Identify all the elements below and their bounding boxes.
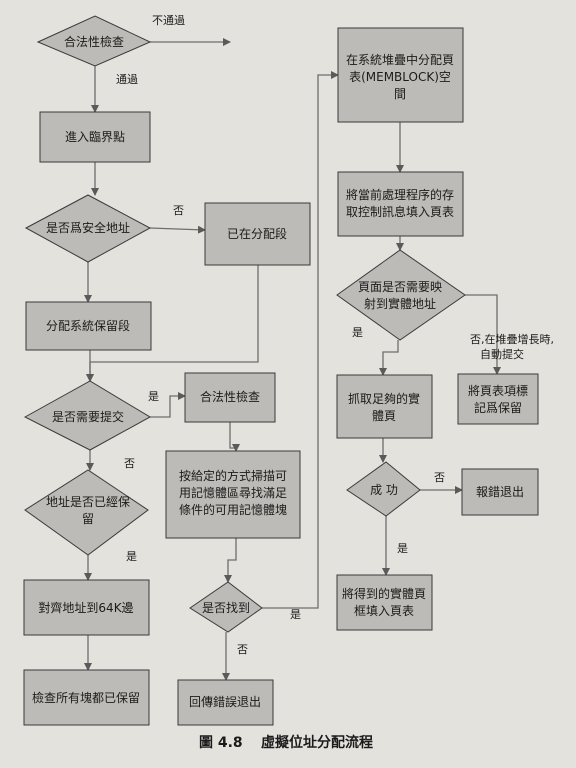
node-address-reserved: 地址是否已經保 留 [24, 469, 149, 556]
label-yes-found: 是 [290, 608, 301, 621]
label-no-map-2: 自動提交 [480, 347, 524, 361]
svg-text:將得到的實體頁: 將得到的實體頁 [342, 586, 426, 601]
label-fail: 不通過 [152, 14, 185, 27]
node-enter-critical: 進入臨界點 [39, 111, 151, 163]
svg-text:是否爲安全地址: 是否爲安全地址 [46, 220, 130, 235]
label-no-success: 否 [434, 471, 445, 484]
svg-text:條件的可用記憶體塊: 條件的可用記憶體塊 [179, 502, 287, 517]
label-yes-reserved: 是 [126, 550, 137, 563]
svg-text:記爲保留: 記爲保留 [474, 400, 522, 415]
svg-text:表(MEMBLOCK)空: 表(MEMBLOCK)空 [349, 70, 451, 84]
node-align-64k: 對齊地址到64K邊 [23, 579, 150, 636]
caption-number: 圖 4.8 [199, 734, 243, 751]
node-return-error-exit: 回傳錯誤退出 [177, 679, 274, 726]
label-yes-success: 是 [397, 542, 408, 555]
node-success: 成 功 [346, 461, 421, 517]
node-legal-check-2: 合法性檢查 [184, 372, 276, 423]
node-alloc-page-table: 在系統堆疊中分配頁 表(MEMBLOCK)空 間 [337, 27, 464, 123]
node-scan-memory: 按給定的方式掃描可 用記憶體區尋找滿足 條件的可用記憶體塊 [165, 450, 301, 539]
caption-title: 虛擬位址分配流程 [261, 734, 373, 751]
svg-text:回傳錯誤退出: 回傳錯誤退出 [189, 694, 261, 709]
svg-text:成 功: 成 功 [370, 483, 398, 497]
node-found: 是否找到 [189, 581, 263, 633]
svg-text:分配系統保留段: 分配系統保留段 [46, 318, 130, 333]
node-already-allocated: 已在分配段 [204, 202, 311, 266]
node-check-all-reserved: 檢查所有塊都已保留 [23, 669, 150, 726]
svg-text:合法性檢查: 合法性檢查 [64, 34, 124, 49]
svg-text:取控制訊息填入頁表: 取控制訊息填入頁表 [346, 204, 454, 219]
edge-labels: 不通過 通過 否 是 否 是 是 否 是 否,在堆疊增長時, 自動提交 否 是 [116, 14, 554, 656]
node-is-safe-address: 是否爲安全地址 [24, 194, 152, 263]
svg-text:地址是否已經保: 地址是否已經保 [46, 495, 130, 509]
svg-text:抓取足夠的實: 抓取足夠的實 [348, 391, 420, 406]
svg-text:是否找到: 是否找到 [202, 601, 250, 615]
label-pass: 通過 [116, 73, 138, 86]
svg-text:將當前處理程序的存: 將當前處理程序的存 [346, 187, 454, 202]
svg-text:頁面是否需要映: 頁面是否需要映 [358, 280, 442, 294]
node-need-commit: 是否需要提交 [23, 380, 152, 451]
svg-text:框填入頁表: 框填入頁表 [354, 604, 414, 618]
svg-text:對齊地址到64K邊: 對齊地址到64K邊 [38, 601, 133, 615]
svg-text:將頁表項標: 將頁表項標 [468, 383, 528, 398]
label-no-safe: 否 [173, 204, 184, 217]
svg-text:體頁: 體頁 [372, 409, 396, 423]
node-alloc-reserved: 分配系統保留段 [25, 301, 152, 351]
node-report-error-exit: 報錯退出 [461, 468, 539, 516]
svg-text:報錯退出: 報錯退出 [476, 484, 524, 499]
svg-text:留: 留 [82, 512, 94, 526]
label-yes-commit: 是 [148, 390, 159, 403]
node-mark-reserved: 將頁表項標 記爲保留 [457, 373, 539, 425]
label-yes-map: 是 [352, 326, 363, 339]
node-fill-page-table: 將當前處理程序的存 取控制訊息填入頁表 [337, 171, 464, 237]
label-no-map-1: 否,在堆疊增長時, [470, 332, 554, 346]
node-need-map: 頁面是否需要映 射到實體地址 [336, 249, 466, 341]
svg-text:射到實體地址: 射到實體地址 [364, 296, 436, 311]
svg-text:是否需要提交: 是否需要提交 [52, 409, 124, 424]
svg-text:已在分配段: 已在分配段 [227, 226, 287, 241]
node-legal-check-1: 合法性檢查 [36, 15, 152, 67]
node-grab-pages: 抓取足夠的實 體頁 [336, 374, 433, 439]
svg-text:進入臨界點: 進入臨界點 [65, 130, 125, 144]
svg-text:按給定的方式掃描可: 按給定的方式掃描可 [179, 468, 287, 483]
svg-text:用記憶體區尋找滿足: 用記憶體區尋找滿足 [179, 485, 287, 500]
flow-edges [84, 38, 501, 681]
svg-text:合法性檢查: 合法性檢查 [200, 389, 260, 404]
label-no-found: 否 [237, 643, 248, 656]
node-fill-frames: 將得到的實體頁 框填入頁表 [336, 574, 433, 631]
label-no-commit: 否 [124, 457, 135, 470]
svg-text:檢查所有塊都已保留: 檢查所有塊都已保留 [32, 690, 140, 705]
svg-text:間: 間 [394, 87, 406, 101]
figure-caption: 圖 4.8 虛擬位址分配流程 [199, 734, 373, 751]
svg-text:在系統堆疊中分配頁: 在系統堆疊中分配頁 [346, 52, 454, 67]
